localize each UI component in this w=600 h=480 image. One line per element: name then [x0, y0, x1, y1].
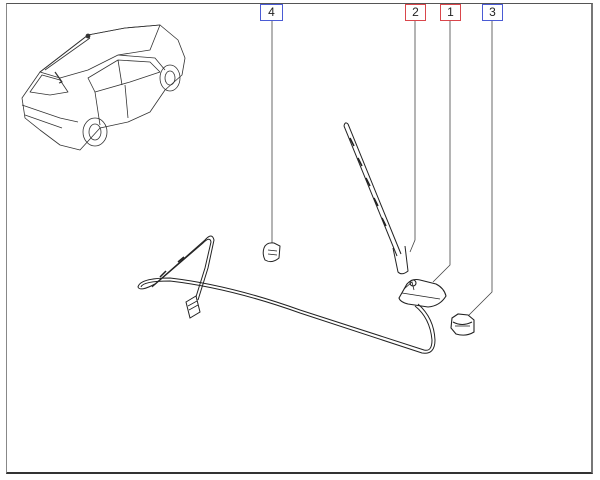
- leader-lines: [271, 21, 493, 319]
- vehicle-inset-icon: [21, 24, 186, 151]
- antenna-cable-icon: [137, 235, 436, 354]
- cable-clip-icon: [262, 242, 281, 263]
- callout-4[interactable]: 4: [260, 4, 283, 21]
- antenna-base-icon: [398, 278, 447, 308]
- antenna-mast-icon: [343, 122, 409, 275]
- grommet-icon: [450, 313, 475, 336]
- callout-2[interactable]: 2: [405, 4, 426, 21]
- cable-connector-icon: [185, 295, 201, 319]
- callout-1[interactable]: 1: [440, 4, 461, 21]
- callout-3[interactable]: 3: [482, 4, 503, 21]
